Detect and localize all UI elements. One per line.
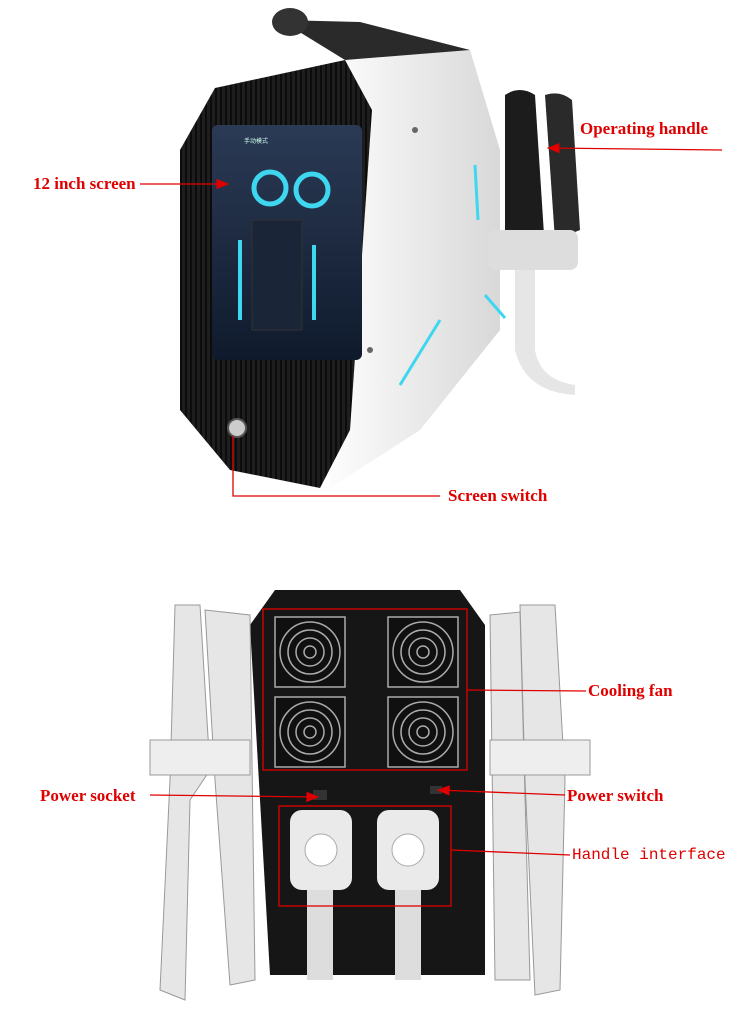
- label-power-switch: Power switch: [567, 786, 664, 805]
- screen-switch-leader: [232, 436, 440, 497]
- label-screen-switch: Screen switch: [448, 486, 548, 505]
- power-switch[interactable]: [430, 786, 442, 794]
- handle-arrow: [546, 142, 723, 154]
- screen-title: 手动模式: [244, 137, 268, 145]
- cooling-fan: [274, 616, 346, 688]
- cooling-fan: [274, 696, 346, 768]
- screen-switch-button[interactable]: [227, 418, 247, 438]
- label-screen: 12 inch screen: [33, 174, 136, 193]
- handle-interface-leader: [450, 849, 571, 856]
- handle-connector[interactable]: [377, 810, 439, 980]
- power-socket[interactable]: [313, 790, 327, 800]
- power-switch-arrow: [436, 785, 566, 796]
- label-cooling-fan: Cooling fan: [588, 681, 673, 700]
- cooling-fan-leader: [466, 689, 587, 692]
- cooling-fan: [387, 696, 459, 768]
- label-power-socket: Power socket: [40, 786, 136, 805]
- label-operating-handle: Operating handle: [580, 119, 708, 138]
- cooling-fan: [387, 616, 459, 688]
- front-view: 手动模式: [180, 8, 580, 488]
- handle-connector[interactable]: [290, 810, 352, 980]
- power-socket-arrow: [149, 791, 320, 803]
- operating-handle[interactable]: [505, 90, 545, 260]
- label-handle-interface: Handle interface: [572, 846, 726, 864]
- rear-view: [149, 590, 591, 1001]
- handle-interface-box: [278, 805, 452, 907]
- cooling-fan-box: [262, 608, 468, 771]
